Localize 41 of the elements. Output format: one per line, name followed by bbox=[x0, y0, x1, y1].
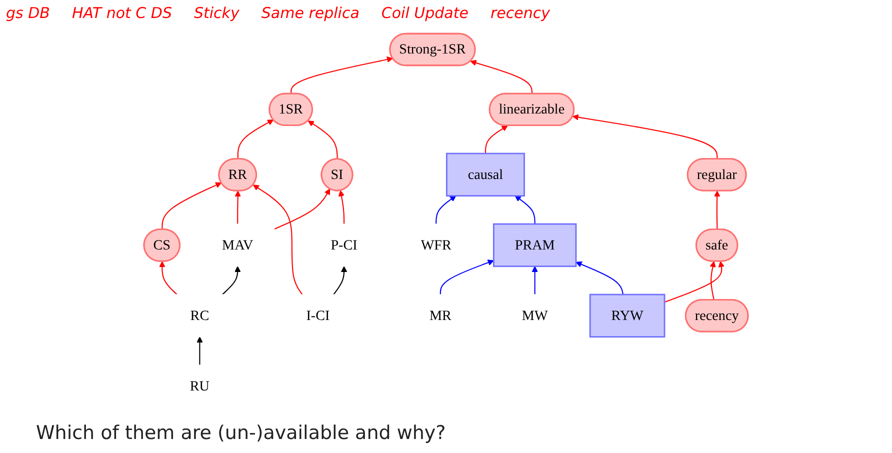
node-text: RU bbox=[190, 378, 210, 394]
node-text: MAV bbox=[222, 237, 254, 253]
arrow bbox=[436, 196, 456, 224]
node-box: causal bbox=[446, 152, 525, 197]
arrow bbox=[338, 190, 345, 224]
handwritten-note: gs DB bbox=[6, 4, 50, 22]
caption: Which of them are (un-)available and why? bbox=[36, 422, 446, 444]
handwritten-note: recency bbox=[490, 4, 550, 22]
arrow bbox=[484, 125, 508, 154]
arrow bbox=[514, 196, 536, 224]
node-text: I-CI bbox=[306, 308, 330, 324]
arrow bbox=[576, 261, 624, 295]
arrow bbox=[274, 188, 330, 230]
node-text: WFR bbox=[420, 237, 452, 253]
arrow bbox=[162, 182, 222, 230]
handwritten-note: Sticky bbox=[194, 4, 240, 22]
arrow bbox=[234, 190, 241, 224]
arrow bbox=[196, 336, 203, 366]
arrow bbox=[222, 266, 241, 295]
node-text: P-CI bbox=[330, 237, 358, 253]
node-text: MW bbox=[522, 308, 548, 324]
node-text: MR bbox=[429, 308, 452, 324]
handwritten-note: Same replica bbox=[261, 4, 360, 22]
arrow bbox=[290, 56, 393, 94]
arrow bbox=[532, 266, 538, 295]
arrow bbox=[159, 261, 178, 295]
arrow bbox=[333, 266, 348, 295]
node-box: RYW bbox=[589, 294, 666, 338]
arrow bbox=[664, 261, 724, 303]
arrow bbox=[710, 261, 716, 300]
node-text: RC bbox=[190, 308, 210, 324]
arrow bbox=[308, 120, 338, 160]
handwritten-note: HAT not C DS bbox=[72, 4, 172, 22]
arrow bbox=[440, 260, 494, 295]
arrow bbox=[714, 190, 720, 230]
node-box: PRAM bbox=[493, 223, 577, 268]
handwritten-note: Coil Update bbox=[381, 4, 468, 22]
arrow bbox=[572, 114, 718, 160]
arrow bbox=[252, 184, 303, 295]
arrow bbox=[237, 120, 274, 160]
arrow bbox=[470, 60, 533, 94]
